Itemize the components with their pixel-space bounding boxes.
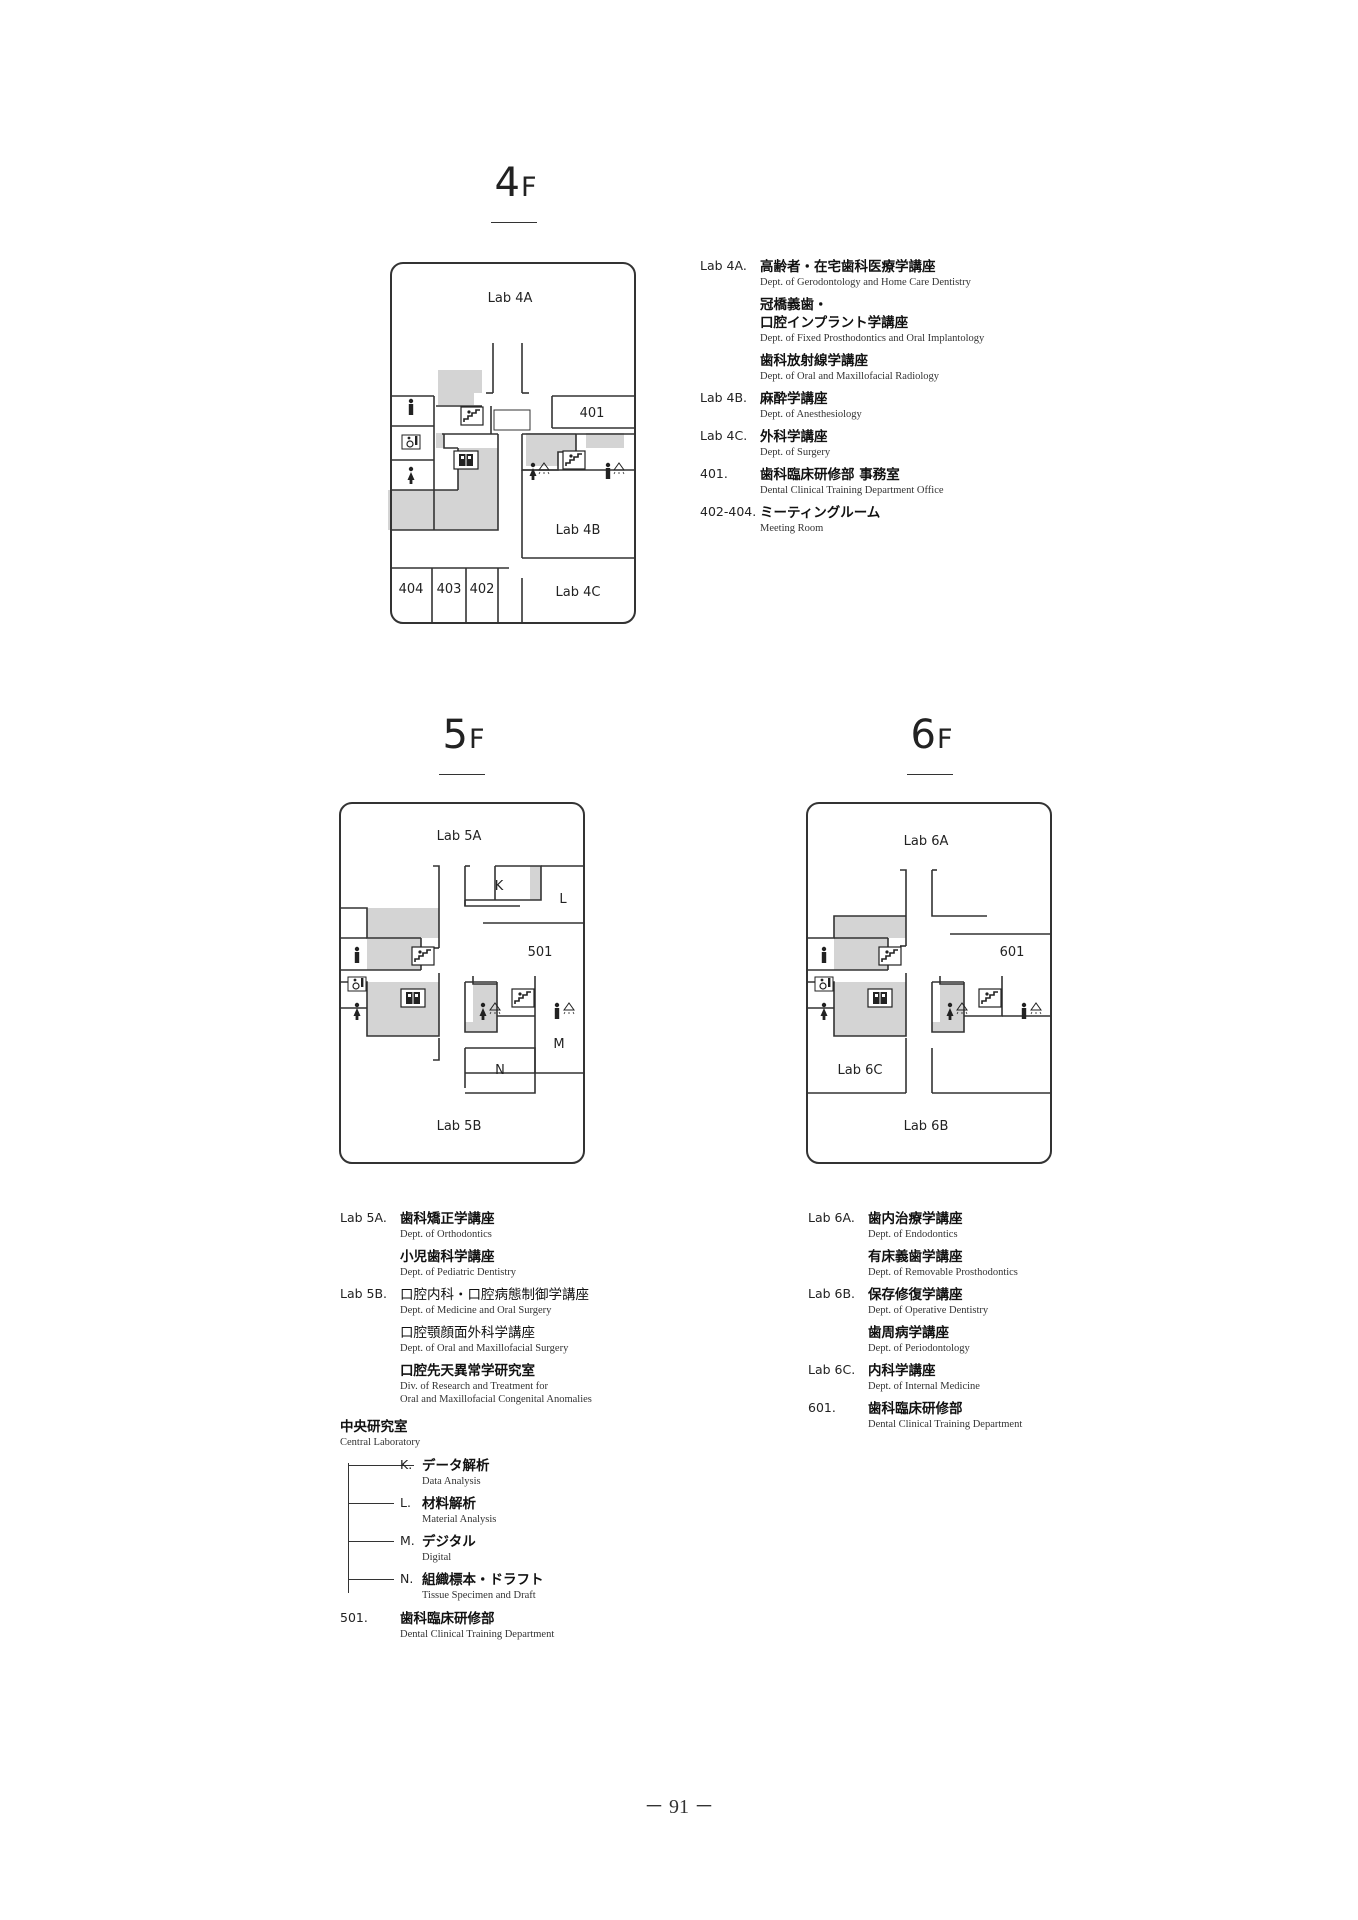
restroom-male-icon	[354, 946, 360, 963]
legend-entry: Lab 6B. 保存修復学講座 Dept. of Operative Denti…	[808, 1286, 989, 1316]
shower-icon	[613, 462, 625, 475]
legend-entry: 401. 歯科臨床研修部 事務室 Dental Clinical Trainin…	[700, 466, 944, 496]
room-label: 404	[399, 582, 424, 597]
room-label: 401	[580, 406, 605, 421]
room-label: K	[495, 879, 504, 894]
room-label: Lab 5B	[437, 1119, 482, 1134]
central-lab-item: L. 材料解析 Material Analysis	[348, 1495, 670, 1526]
legend-entry: 歯周病学講座 Dept. of Periodontology	[868, 1325, 970, 1354]
restroom-female-icon	[820, 1002, 828, 1020]
restroom-male-icon	[554, 1002, 560, 1019]
legend-entry: 歯科放射線学講座 Dept. of Oral and Maxillofacial…	[760, 353, 940, 382]
legend-6f: Lab 6A. 歯内治療学講座 Dept. of Endodontics 有床義…	[808, 1210, 1108, 1438]
legend-entry: 有床義歯学講座 Dept. of Removable Prosthodontic…	[868, 1249, 1018, 1278]
legend-entry: 口腔先天異常学研究室 Div. of Research and Treatmen…	[400, 1363, 592, 1405]
legend-entry: 601. 歯科臨床研修部 Dental Clinical Training De…	[808, 1400, 1023, 1430]
room-label: 501	[528, 945, 553, 960]
stairs-icon	[562, 450, 586, 470]
legend-entry: Lab 5A. 歯科矯正学講座 Dept. of Orthodontics	[340, 1210, 495, 1240]
restroom-male-icon	[1021, 1002, 1027, 1019]
divider	[491, 222, 537, 223]
restroom-male-icon	[821, 946, 827, 963]
elevator-icon	[453, 450, 479, 470]
room-label: Lab 6C	[838, 1063, 883, 1078]
legend-entry: 501. 歯科臨床研修部 Dental Clinical Training De…	[340, 1610, 555, 1640]
tree-line	[348, 1579, 394, 1580]
stairs-icon	[511, 988, 535, 1008]
legend-entry: 小児歯科学講座 Dept. of Pediatric Dentistry	[400, 1249, 517, 1278]
accessible-restroom-icon	[814, 976, 834, 992]
restroom-male-icon	[408, 398, 414, 415]
tree-line	[348, 1463, 349, 1593]
room-label: M	[553, 1037, 564, 1052]
legend-entry: Lab 5B. 口腔内科・口腔病態制御学講座 Dept. of Medicine…	[340, 1286, 589, 1316]
legend-entry: 口腔顎顔面外科学講座 Dept. of Oral and Maxillofaci…	[400, 1325, 569, 1354]
central-lab-item: K. データ解析 Data Analysis	[348, 1457, 670, 1488]
floor-plan-4f: Lab 4A 401 Lab 4B Lab 4C 404 403 402	[388, 262, 636, 624]
stairs-icon	[460, 406, 484, 426]
central-lab-item: N. 組織標本・ドラフト Tissue Specimen and Draft	[348, 1571, 670, 1602]
tree-line	[348, 1465, 414, 1466]
legend-entry: Lab 4B. 麻酔学講座 Dept. of Anesthesiology	[700, 390, 862, 420]
legend-5f: Lab 5A. 歯科矯正学講座 Dept. of Orthodontics 小児…	[340, 1210, 670, 1648]
tree-line	[348, 1503, 394, 1504]
central-lab-heading: 中央研究室 Central Laboratory	[340, 1419, 421, 1448]
tree-line	[348, 1541, 394, 1542]
room-label: 403	[437, 582, 462, 597]
room-label: Lab 4A	[488, 291, 533, 306]
stairs-icon	[978, 988, 1002, 1008]
legend-entry: Lab 6C. 内科学講座 Dept. of Internal Medicine	[808, 1362, 980, 1392]
floor-title-5f: 5F	[442, 712, 486, 758]
legend-entry: 402-404. ミーティングルーム Meeting Room	[700, 504, 881, 534]
room-label: Lab 6B	[904, 1119, 949, 1134]
floor-plan-6f: Lab 6A 601 Lab 6C Lab 6B	[806, 802, 1052, 1164]
stairs-icon	[411, 946, 435, 966]
restroom-male-icon	[605, 462, 611, 479]
legend-entry: 冠橋義歯・ 口腔インプラント学講座 Dept. of Fixed Prostho…	[760, 297, 985, 344]
legend-entry: Lab 6A. 歯内治療学講座 Dept. of Endodontics	[808, 1210, 963, 1240]
legend-entry: Lab 4C. 外科学講座 Dept. of Surgery	[700, 428, 831, 458]
central-lab-item: M. デジタル Digital	[348, 1533, 670, 1564]
divider	[907, 774, 953, 775]
room-label: Lab 4C	[556, 585, 601, 600]
room-label: 402	[470, 582, 495, 597]
legend-4f: Lab 4A. 高齢者・在宅歯科医療学講座 Dept. of Gerodonto…	[700, 258, 1080, 542]
room-label: L	[559, 892, 567, 907]
room-label: Lab 4B	[556, 523, 601, 538]
restroom-female-icon	[407, 466, 415, 484]
floor-plan-5f: Lab 5A K L 501 M N Lab 5B	[339, 802, 585, 1164]
room-label: Lab 6A	[904, 834, 949, 849]
elevator-icon	[400, 988, 426, 1008]
shower-icon	[563, 1002, 575, 1015]
room-label: N	[495, 1063, 505, 1078]
central-lab-tree: K. データ解析 Data Analysis L. 材料解析 Material …	[340, 1457, 670, 1602]
room-label: Lab 5A	[437, 829, 482, 844]
accessible-restroom-icon	[401, 434, 421, 450]
divider	[439, 774, 485, 775]
page-number: － 91 －	[644, 1796, 714, 1818]
restroom-female-icon	[353, 1002, 361, 1020]
accessible-restroom-icon	[347, 976, 367, 992]
shower-icon	[1030, 1002, 1042, 1015]
room-label: 601	[1000, 945, 1025, 960]
legend-entry: Lab 4A. 高齢者・在宅歯科医療学講座 Dept. of Gerodonto…	[700, 258, 971, 288]
floor-title-4f: 4F	[494, 160, 538, 206]
stairs-icon	[878, 946, 902, 966]
floor-title-6f: 6F	[910, 712, 954, 758]
elevator-icon	[867, 988, 893, 1008]
